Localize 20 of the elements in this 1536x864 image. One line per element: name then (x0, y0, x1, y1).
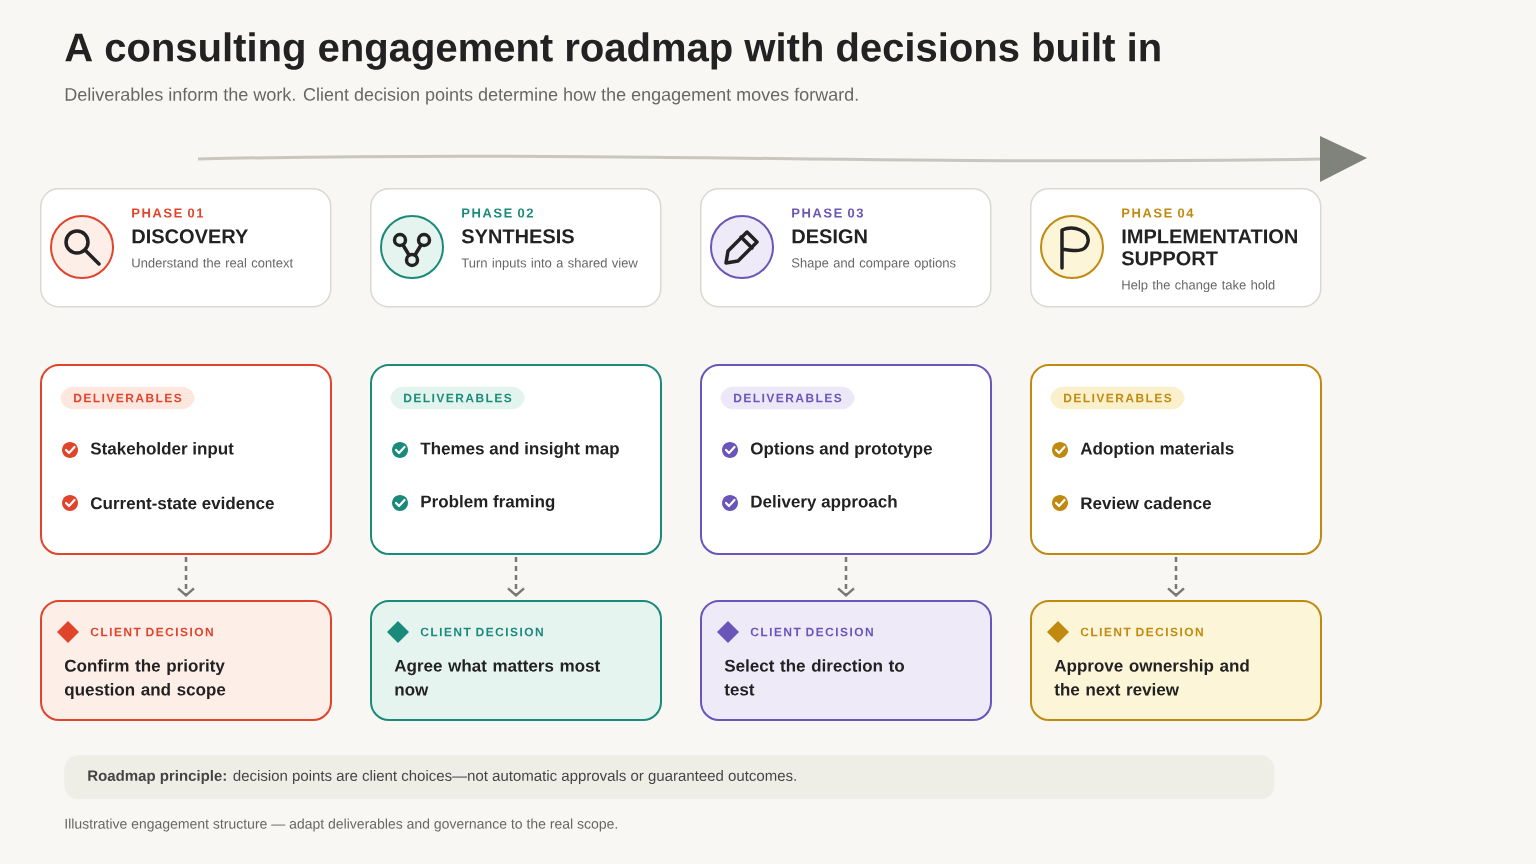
subtitle: Deliverables inform the work. Client decision points determine how the engagement moves forward. (65, 87, 858, 105)
decision-card: CLIENT DECISION Approve ownership and the next review (1030, 600, 1322, 721)
phase-card: PHASE 01 DISCOVERY Understand the real context (40, 188, 332, 308)
deliverables-card: DELIVERABLES Adoption materials Review cadence (1030, 364, 1322, 555)
phase-card: PHASE 04 IMPLEMENTATION SUPPORT Help the change take hold (1030, 188, 1322, 308)
arrow (1167, 557, 1185, 597)
arrow (177, 557, 195, 597)
decision-card: CLIENT DECISION Select the direction to test (700, 600, 992, 721)
deliverables-card: DELIVERABLES Options and prototype Delivery approach (700, 364, 992, 555)
phase-card: PHASE 03 DESIGN Shape and compare options (700, 188, 992, 308)
footnote: Illustrative engagement structure — adapt deliverables and governance to the real scope. (65, 818, 617, 832)
arrow (507, 557, 525, 597)
principle-banner: Roadmap principle: decision points are client choices—not automatic approvals or guaranteed outcomes. (64, 755, 1275, 800)
arrow (837, 557, 855, 597)
title: A consulting engagement roadmap with decisions built in (65, 32, 1160, 70)
decision-card: CLIENT DECISION Agree what matters most now (370, 600, 662, 721)
decision-card: CLIENT DECISION Confirm the priority question and scope (40, 600, 332, 721)
deliverables-card: DELIVERABLES Themes and insight map Problem framing (370, 364, 662, 555)
phase-card: PHASE 02 SYNTHESIS Turn inputs into a shared view (370, 188, 662, 308)
deliverables-card: DELIVERABLES Stakeholder input Current-state evidence (40, 364, 332, 555)
